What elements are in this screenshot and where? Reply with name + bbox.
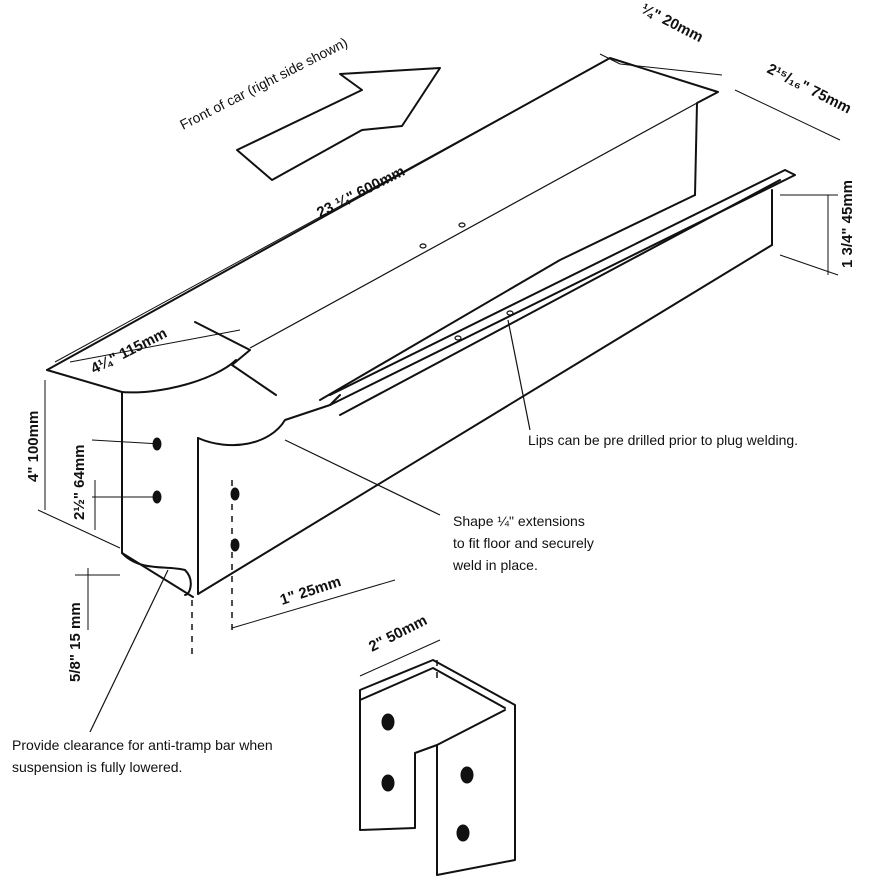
dim-top-width: 2¹⁵/₁₆" 75mm [764, 60, 854, 117]
note-shape-line-3: weld in place. [453, 557, 538, 573]
hole [230, 487, 240, 501]
direction-label: Front of car (right side shown) [177, 34, 350, 133]
note-shape-extensions: Shape ¼" extensions to fit floor and sec… [453, 510, 594, 576]
note-clearance-line-2: suspension is fully lowered. [12, 759, 183, 775]
note-shape-line-1: Shape ¼" extensions [453, 513, 585, 529]
dim-top-flange: ¼" 20mm [638, 0, 706, 46]
hole [230, 538, 240, 552]
dim-length: 23 ¼" 600mm [314, 163, 408, 222]
dim-end-depth: 4¼" 115mm [88, 325, 170, 378]
leader-lines [89, 319, 531, 733]
lip-holes [419, 222, 514, 341]
dim-hole-spacing: 2½" 64mm [71, 445, 88, 521]
note-clearance: Provide clearance for anti-tramp bar whe… [12, 734, 273, 778]
note-clearance-line-1: Provide clearance for anti-tramp bar whe… [12, 737, 273, 753]
note-lips: Lips can be pre drilled prior to plug we… [528, 429, 798, 451]
bracket-drawing [359, 639, 516, 876]
note-shape-line-2: to fit floor and securely [453, 535, 594, 551]
rail-body [46, 57, 796, 598]
note-lips-text: Lips can be pre drilled prior to plug we… [528, 432, 799, 448]
dim-tab-width: 1" 25mm [278, 573, 343, 609]
dim-bottom-offset: 5/8" 15 mm [67, 602, 84, 682]
dim-height: 4" 100mm [25, 411, 42, 482]
dim-right-height: 1 3/4" 45mm [839, 180, 856, 268]
end-plate-holes [152, 437, 240, 552]
dimension-lines [37, 53, 841, 660]
front-arrow [236, 67, 441, 181]
